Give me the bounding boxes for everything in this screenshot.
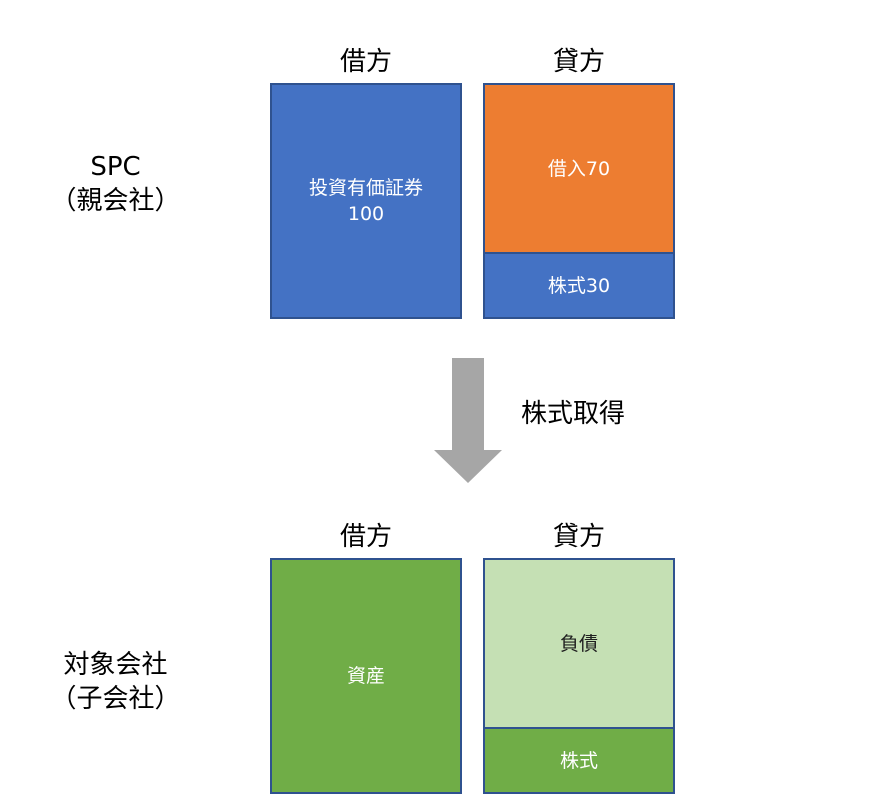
target-debit-assets-box: 資産 bbox=[270, 558, 462, 794]
spc-label: SPC （親会社） bbox=[50, 152, 181, 216]
spc-debit-header: 借方 bbox=[339, 47, 392, 77]
spc-credit-header: 貸方 bbox=[552, 47, 605, 77]
share-acquisition-label: 株式取得 bbox=[521, 399, 626, 429]
spc-debit-investment-securities-box: 投資有価証券 100 bbox=[270, 83, 462, 319]
down-arrow-icon bbox=[434, 358, 502, 483]
target-credit-equity-box: 株式 bbox=[483, 727, 675, 794]
spc-credit-equity-box: 株式30 bbox=[483, 252, 675, 319]
target-credit-liabilities-box: 負債 bbox=[483, 558, 675, 729]
target-debit-header: 借方 bbox=[339, 522, 392, 552]
target-company-label: 対象会社 （子会社） bbox=[50, 650, 181, 714]
target-credit-header: 貸方 bbox=[552, 522, 605, 552]
spc-credit-borrowing-box: 借入70 bbox=[483, 83, 675, 254]
